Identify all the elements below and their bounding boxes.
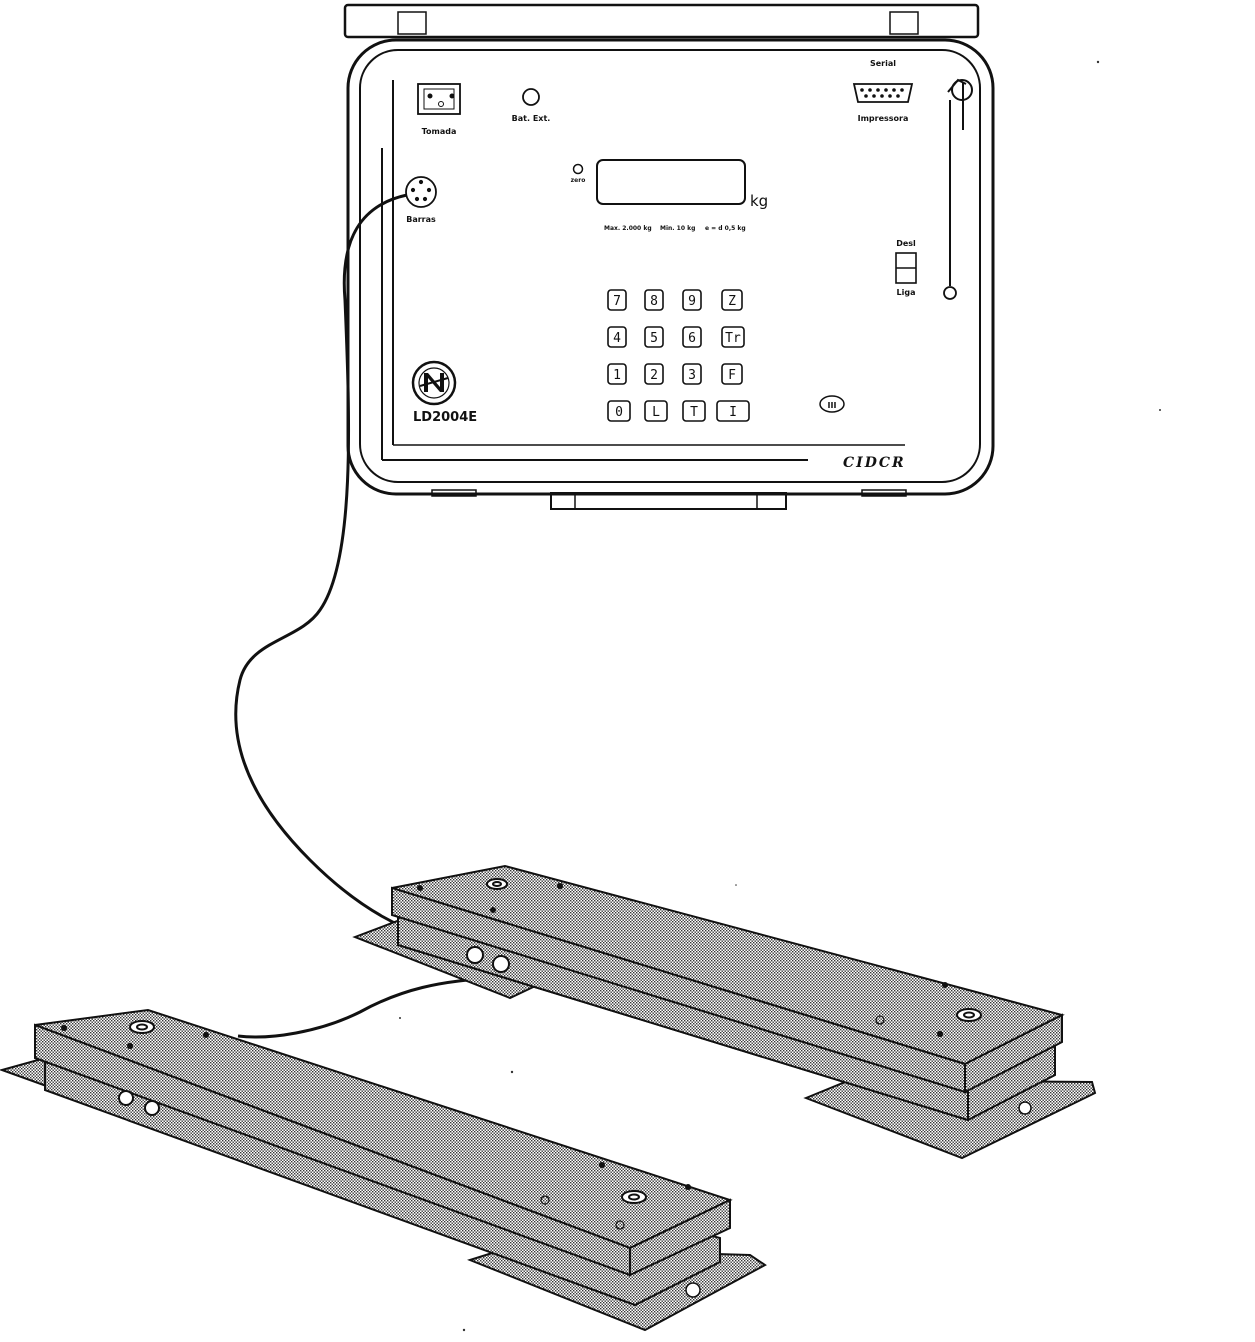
model-label: LD2004E [413,410,477,425]
display-unit: kg [750,192,768,210]
ext-battery-jack[interactable] [522,88,540,106]
scan-specks [399,60,1161,1332]
lid-hinge-right [889,11,919,35]
key-button[interactable]: L [644,400,668,422]
key-button[interactable]: 0 [607,400,631,422]
spec-e: e = d 0,5 kg [705,225,746,232]
case-lid [343,3,980,39]
printer-port-label: Impressora [858,114,909,123]
svg-text:5: 5 [650,331,658,346]
svg-text:Z: Z [728,294,736,309]
svg-text:0: 0 [615,405,623,420]
cable-bar-to-bar [237,976,500,1039]
svg-text:Tr: Tr [725,331,741,346]
serial-port[interactable] [852,83,914,103]
logo-emblem-icon [411,360,457,406]
on-off-switch[interactable] [895,252,917,284]
key-button[interactable]: 4 [607,326,627,348]
serial-port-label: Serial [870,59,896,68]
case-inner-rim [359,49,981,483]
power-socket-label: Tomada [422,127,457,136]
lid-hinge-left [397,11,427,35]
right-weighing-bar [352,864,1097,1160]
svg-text:3: 3 [688,368,696,383]
spec-max: Max. 2.000 kg [604,225,652,232]
on-label: Liga [897,288,916,297]
brand-label: CIDCR [843,455,906,471]
svg-text:8: 8 [650,294,658,309]
key-button[interactable]: 5 [644,326,664,348]
key-button[interactable]: 2 [644,363,664,385]
off-label: Desl [896,239,916,248]
zero-led-label: zero [571,177,586,184]
key-button[interactable]: Tr [721,326,745,348]
svg-text:I: I [729,405,737,420]
spec-min: Min. 10 kg [660,225,695,232]
key-button[interactable]: T [682,400,706,422]
keypad: 7 8 9 Z 4 5 6 Tr 1 2 3 F 0 L T I [607,289,750,422]
key-button[interactable]: 7 [607,289,627,311]
svg-text:L: L [652,405,660,420]
svg-text:9: 9 [688,294,696,309]
svg-text:T: T [690,405,698,420]
key-button[interactable]: I [716,400,750,422]
left-weighing-bar [0,1008,767,1332]
svg-text:2: 2 [650,368,658,383]
approval-mark-label: III [828,401,837,410]
key-button[interactable]: 9 [682,289,702,311]
ext-battery-label: Bat. Ext. [512,114,551,123]
key-button[interactable]: 8 [644,289,664,311]
weight-display [596,159,746,205]
approval-mark [819,395,845,413]
cable-indicator-to-bar [234,193,476,957]
zero-led [572,163,584,175]
key-button[interactable]: 6 [682,326,702,348]
bars-connector-label: Barras [406,215,436,224]
key-button[interactable]: F [721,363,743,385]
svg-text:7: 7 [613,294,621,309]
case-handle [550,492,787,510]
bars-connector[interactable] [405,176,437,208]
svg-text:6: 6 [688,331,696,346]
svg-text:1: 1 [613,368,621,383]
svg-text:4: 4 [613,331,621,346]
case-foot-right [861,489,907,497]
key-button[interactable]: 1 [607,363,627,385]
indicator-case [343,3,995,510]
case-latch[interactable] [943,78,973,300]
power-socket[interactable] [417,83,461,115]
svg-text:F: F [728,368,736,383]
case-foot-left [431,489,477,497]
key-button[interactable]: 3 [682,363,702,385]
key-button[interactable]: Z [721,289,743,311]
